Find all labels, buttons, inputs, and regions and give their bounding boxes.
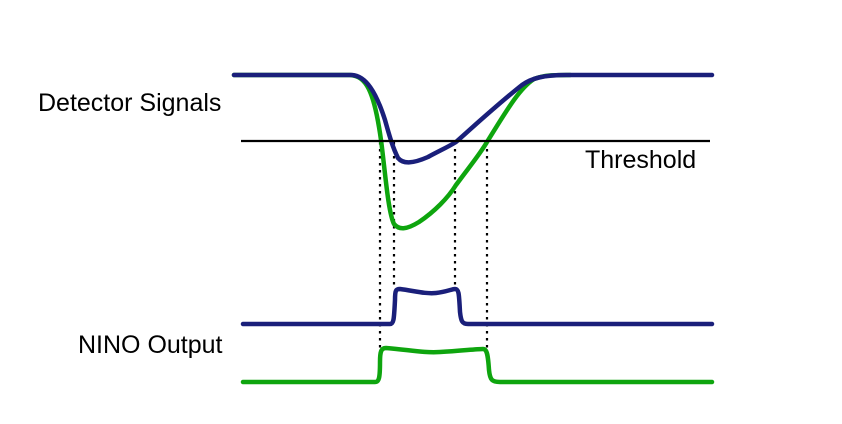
nino-output-label: NINO Output: [78, 331, 223, 359]
large-detector-signal: [231, 72, 573, 231]
small-detector-signal: [231, 72, 715, 165]
large-nino-output: [240, 345, 715, 385]
timing-guides: [378, 142, 489, 352]
small-nino-output: [240, 286, 715, 327]
detector-signals-label: Detector Signals: [38, 89, 222, 117]
threshold-label: Threshold: [585, 146, 697, 174]
